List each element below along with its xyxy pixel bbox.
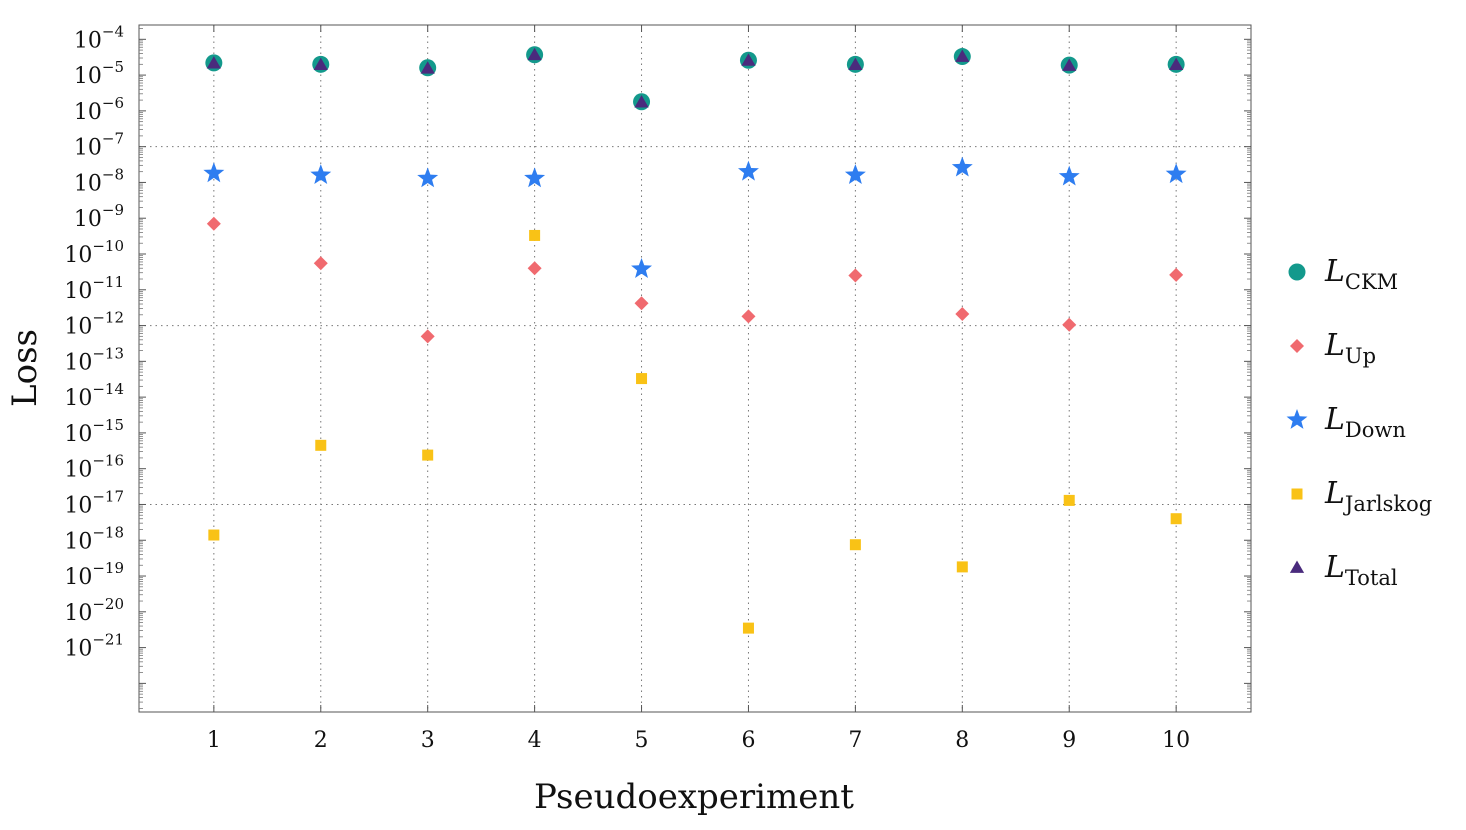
down-point [738,160,759,181]
x-tick-label: 5 [635,728,649,753]
jarlskog-point [1063,494,1075,506]
legend-entry-up: LUp [1290,328,1376,368]
total-point [1062,58,1077,71]
jarlskog-point [742,622,754,634]
y-tick-label: 10−10 [64,237,124,268]
total-point [848,57,863,70]
down-point [417,167,439,188]
x-tick-label: 7 [848,728,862,753]
x-tick-label: 3 [421,728,435,753]
x-axis-label: Pseudoexperiment [534,777,854,817]
down-point [1165,163,1187,184]
series-up [206,216,1184,344]
legend-diamond-icon [1290,339,1304,353]
y-tick-label: 10−7 [74,130,124,161]
legend-star-icon [1286,409,1308,429]
series-jarlskog [208,229,1182,634]
y-tick-label: 10−8 [74,165,124,196]
jarlskog-point [636,373,648,385]
grid-lines [139,25,1251,712]
jarlskog-point [849,539,861,551]
down-point [951,156,973,177]
legend-entry-jarlskog: LJarlskog [1291,476,1432,516]
series-down [203,156,1187,278]
up-point [955,307,970,322]
legend-label: LCKM [1324,254,1398,294]
y-tick-label: 10−21 [64,631,124,662]
up-point [848,268,863,283]
jarlskog-point [1170,513,1182,525]
series-ckm [205,46,1185,111]
total-point [634,95,649,108]
down-point [844,164,866,185]
up-point [1169,267,1184,282]
down-point [203,162,225,183]
up-point [741,309,756,324]
jarlskog-point [315,439,327,451]
x-tick-label: 8 [955,728,969,753]
series-total [206,47,1184,108]
legend-entry-ckm: LCKM [1288,254,1398,294]
y-tick-label: 10−9 [74,201,124,232]
jarlskog-point [956,561,968,573]
legend-label: LDown [1324,402,1406,442]
y-tick-label: 10−4 [74,22,124,53]
legend-triangle-icon [1289,560,1305,573]
legend-square-icon [1291,488,1303,500]
axis-labels: Pseudoexperiment Loss [5,329,854,817]
y-tick-label: 10−12 [64,309,124,340]
y-tick-label: 10−5 [74,58,124,89]
legend-entry-total: LTotal [1289,550,1398,590]
legend-circle-icon [1288,263,1306,281]
down-point [310,164,332,185]
x-tick-label: 2 [314,728,328,753]
total-point [313,57,328,70]
down-point [1058,165,1080,186]
plot-frame [138,24,1252,713]
x-tick-label: 6 [741,728,755,753]
total-point [955,49,970,62]
total-point [527,47,542,61]
axes: 1 2 3 4 5 6 7 8 9 10 10−4 10−5 10−6 10−7 10−8 10−9 10−10… [64,22,1252,753]
up-point [206,216,221,231]
total-point [741,53,756,66]
down-point [524,167,546,188]
x-tick-label: 4 [528,728,542,753]
legend-label: LTotal [1324,550,1398,590]
up-point [420,329,435,344]
total-point [1169,57,1184,70]
legend-label: LJarlskog [1324,476,1432,516]
data-marks [203,46,1187,634]
up-point [634,296,649,311]
up-point [313,256,328,271]
y-tick-label: 10−6 [74,94,124,125]
legend-label: LUp [1324,328,1376,368]
legend-entry-down: LDown [1286,402,1406,442]
y-axis-label: Loss [5,329,45,407]
x-tick-label: 9 [1062,728,1076,753]
y-tick-label: 10−16 [64,452,124,483]
y-tick-label: 10−20 [64,595,124,626]
x-tick-label: 1 [207,728,221,753]
x-tick-label: 10 [1162,728,1190,753]
y-tick-label: 10−15 [64,416,124,447]
y-tick-label: 10−13 [64,344,124,375]
y-tick-label: 10−17 [64,487,124,518]
y-tick-label: 10−18 [64,523,124,554]
y-tick-label: 10−14 [64,380,124,411]
jarlskog-point [422,449,434,461]
up-point [1062,317,1077,332]
down-point [631,258,652,278]
total-point [420,61,435,74]
y-tick-label: 10−19 [64,559,124,590]
jarlskog-point [208,529,220,541]
up-point [527,261,542,276]
jarlskog-point [529,229,541,241]
y-tick-label: 10−11 [64,273,124,304]
total-point [206,56,221,69]
